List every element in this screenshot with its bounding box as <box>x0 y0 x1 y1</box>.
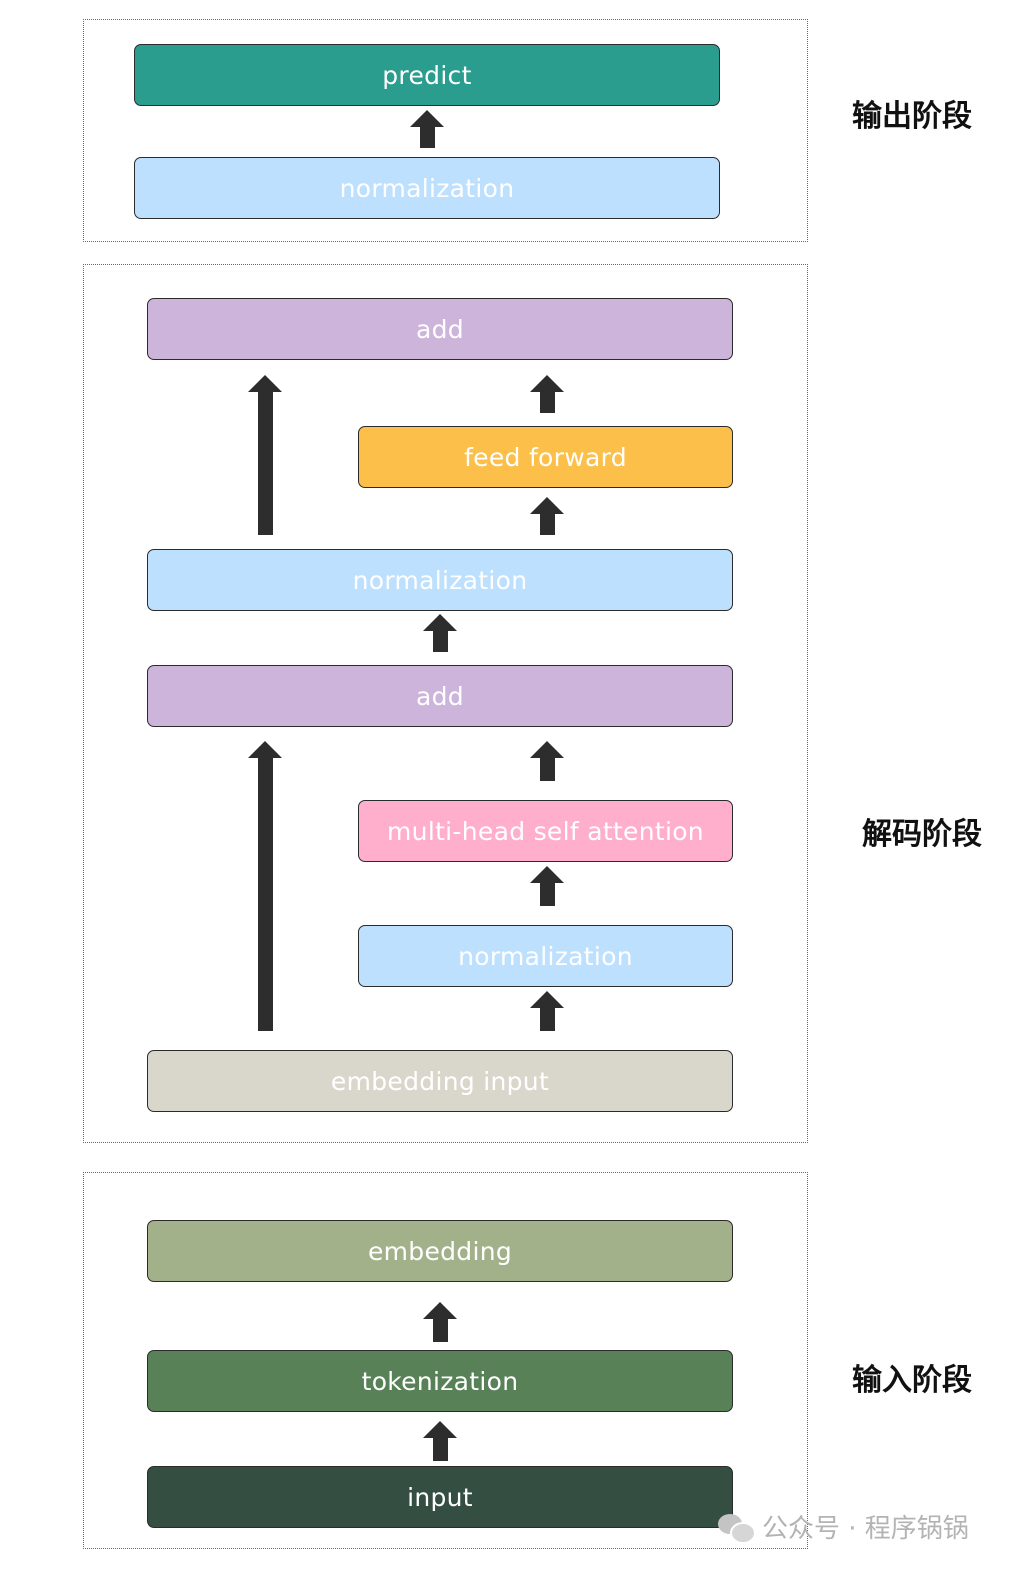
arrow-up-icon <box>423 1421 457 1461</box>
arrow-up-icon <box>530 497 564 535</box>
feed-forward-box: feed forward <box>358 426 733 488</box>
arrow-up-icon <box>410 110 444 148</box>
output-normalization-box: normalization <box>134 157 720 219</box>
residual-arrow-top-icon <box>248 375 282 535</box>
decode-stage-label: 解码阶段 <box>862 817 982 852</box>
arrow-up-icon <box>423 1302 457 1342</box>
output-stage-label: 输出阶段 <box>852 99 972 134</box>
multi-head-attention-box: multi-head self attention <box>358 800 733 862</box>
arrow-up-icon <box>530 991 564 1031</box>
arrow-up-icon <box>423 614 457 652</box>
add-bottom-box: add <box>147 665 733 727</box>
wechat-icon <box>718 1512 756 1544</box>
watermark: 公众号 · 程序锅锅 <box>718 1508 969 1545</box>
predict-box: predict <box>134 44 720 106</box>
embedding-box: embedding <box>147 1220 733 1282</box>
arrow-up-icon <box>530 375 564 413</box>
tokenization-box: tokenization <box>147 1350 733 1412</box>
arrow-up-icon <box>530 866 564 906</box>
output-stage-section <box>83 19 808 242</box>
arrow-up-icon <box>530 741 564 781</box>
watermark-text: 公众号 · 程序锅锅 <box>762 1514 969 1544</box>
input-stage-section <box>83 1172 808 1549</box>
decode-stage-section <box>83 264 808 1143</box>
input-stage-label: 输入阶段 <box>852 1363 972 1398</box>
embedding-input-box: embedding input <box>147 1050 733 1112</box>
normalization-mid-box: normalization <box>147 549 733 611</box>
add-top-box: add <box>147 298 733 360</box>
input-box: input <box>147 1466 733 1528</box>
normalization-low-box: normalization <box>358 925 733 987</box>
residual-arrow-bottom-icon <box>248 741 282 1031</box>
